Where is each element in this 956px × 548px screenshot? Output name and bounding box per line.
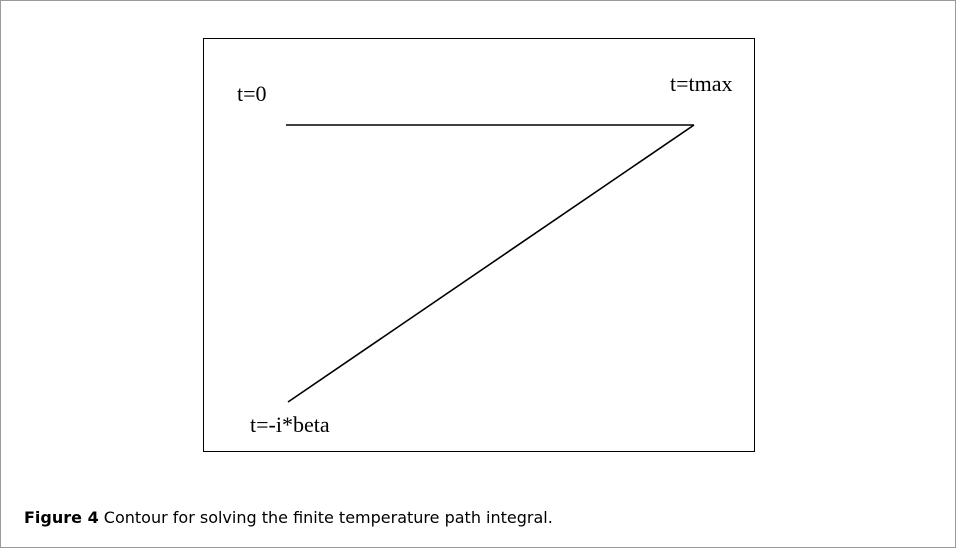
label-t-imaginary: t=-i*beta [250,412,330,437]
caption-label: Figure 4 [24,508,99,527]
imaginary-time-branch [287,124,695,403]
label-t-max: t=tmax [670,71,733,96]
caption-text: Contour for solving the finite temperatu… [103,508,553,527]
figure-caption: Figure 4 Contour for solving the finite … [24,508,553,527]
diagram-box [203,38,755,452]
label-t-zero: t=0 [237,81,267,106]
